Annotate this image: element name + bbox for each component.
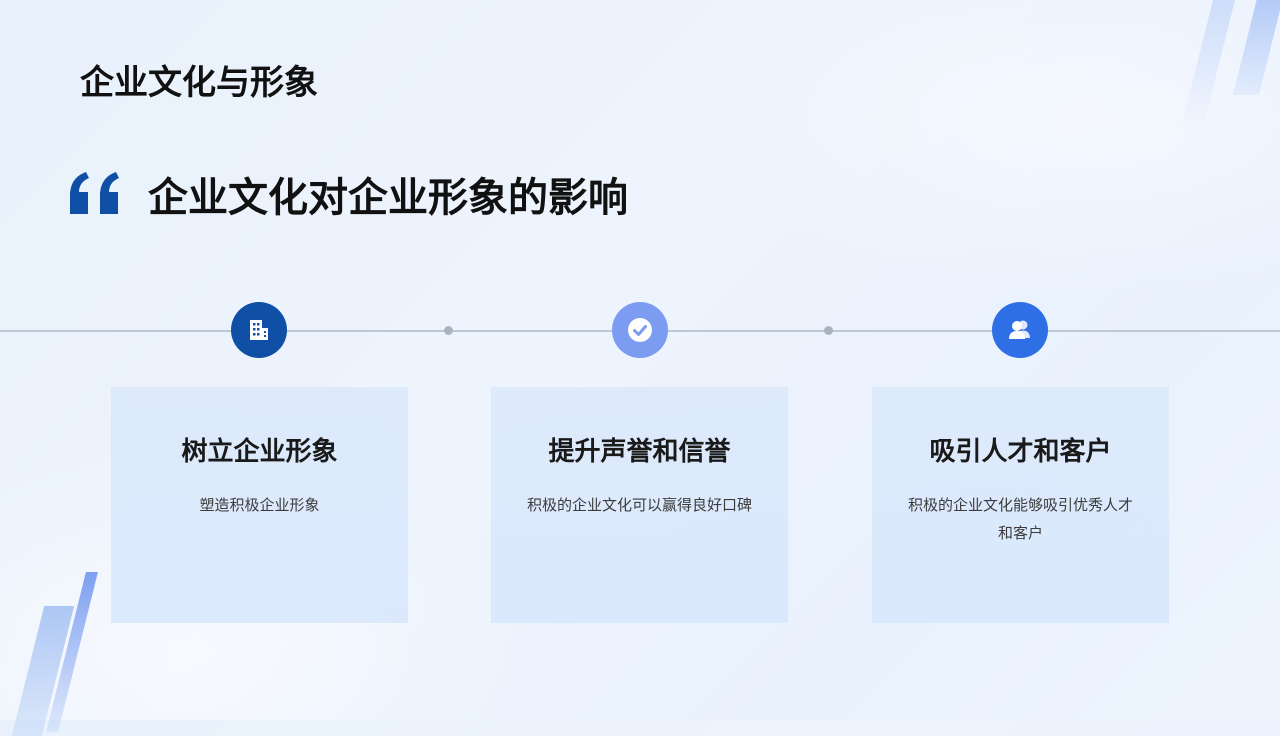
checkmark-icon (628, 318, 652, 342)
users-icon (1009, 320, 1030, 339)
step-2-badge (612, 302, 668, 358)
building-icon (250, 320, 268, 340)
slide-subtitle: 企业文化对企业形象的影响 (148, 175, 628, 221)
step-card-title: 吸引人才和客户 (929, 437, 1112, 467)
step-card-description: 积极的企业文化可以赢得良好口碑 (527, 496, 753, 514)
step-card-description: 塑造积极企业形象 (199, 496, 320, 514)
step-card: 提升声誉和信誉 积极的企业文化可以赢得良好口碑 (491, 387, 788, 623)
step-3-badge (992, 302, 1048, 358)
step-1-badge (231, 302, 287, 358)
step-card: 吸引人才和客户 积极的企业文化能够吸引优秀人才和客户 (872, 387, 1169, 623)
timeline-dot (824, 326, 833, 335)
quote-mark-icon (70, 172, 119, 214)
step-card: 树立企业形象 塑造积极企业形象 (111, 387, 408, 623)
page-title: 企业文化与形象 (80, 63, 318, 103)
timeline-dot (444, 326, 453, 335)
step-card-description: 积极的企业文化能够吸引优秀人才和客户 (908, 496, 1134, 542)
step-card-title: 提升声誉和信誉 (548, 437, 731, 467)
step-card-title: 树立企业形象 (181, 437, 338, 467)
